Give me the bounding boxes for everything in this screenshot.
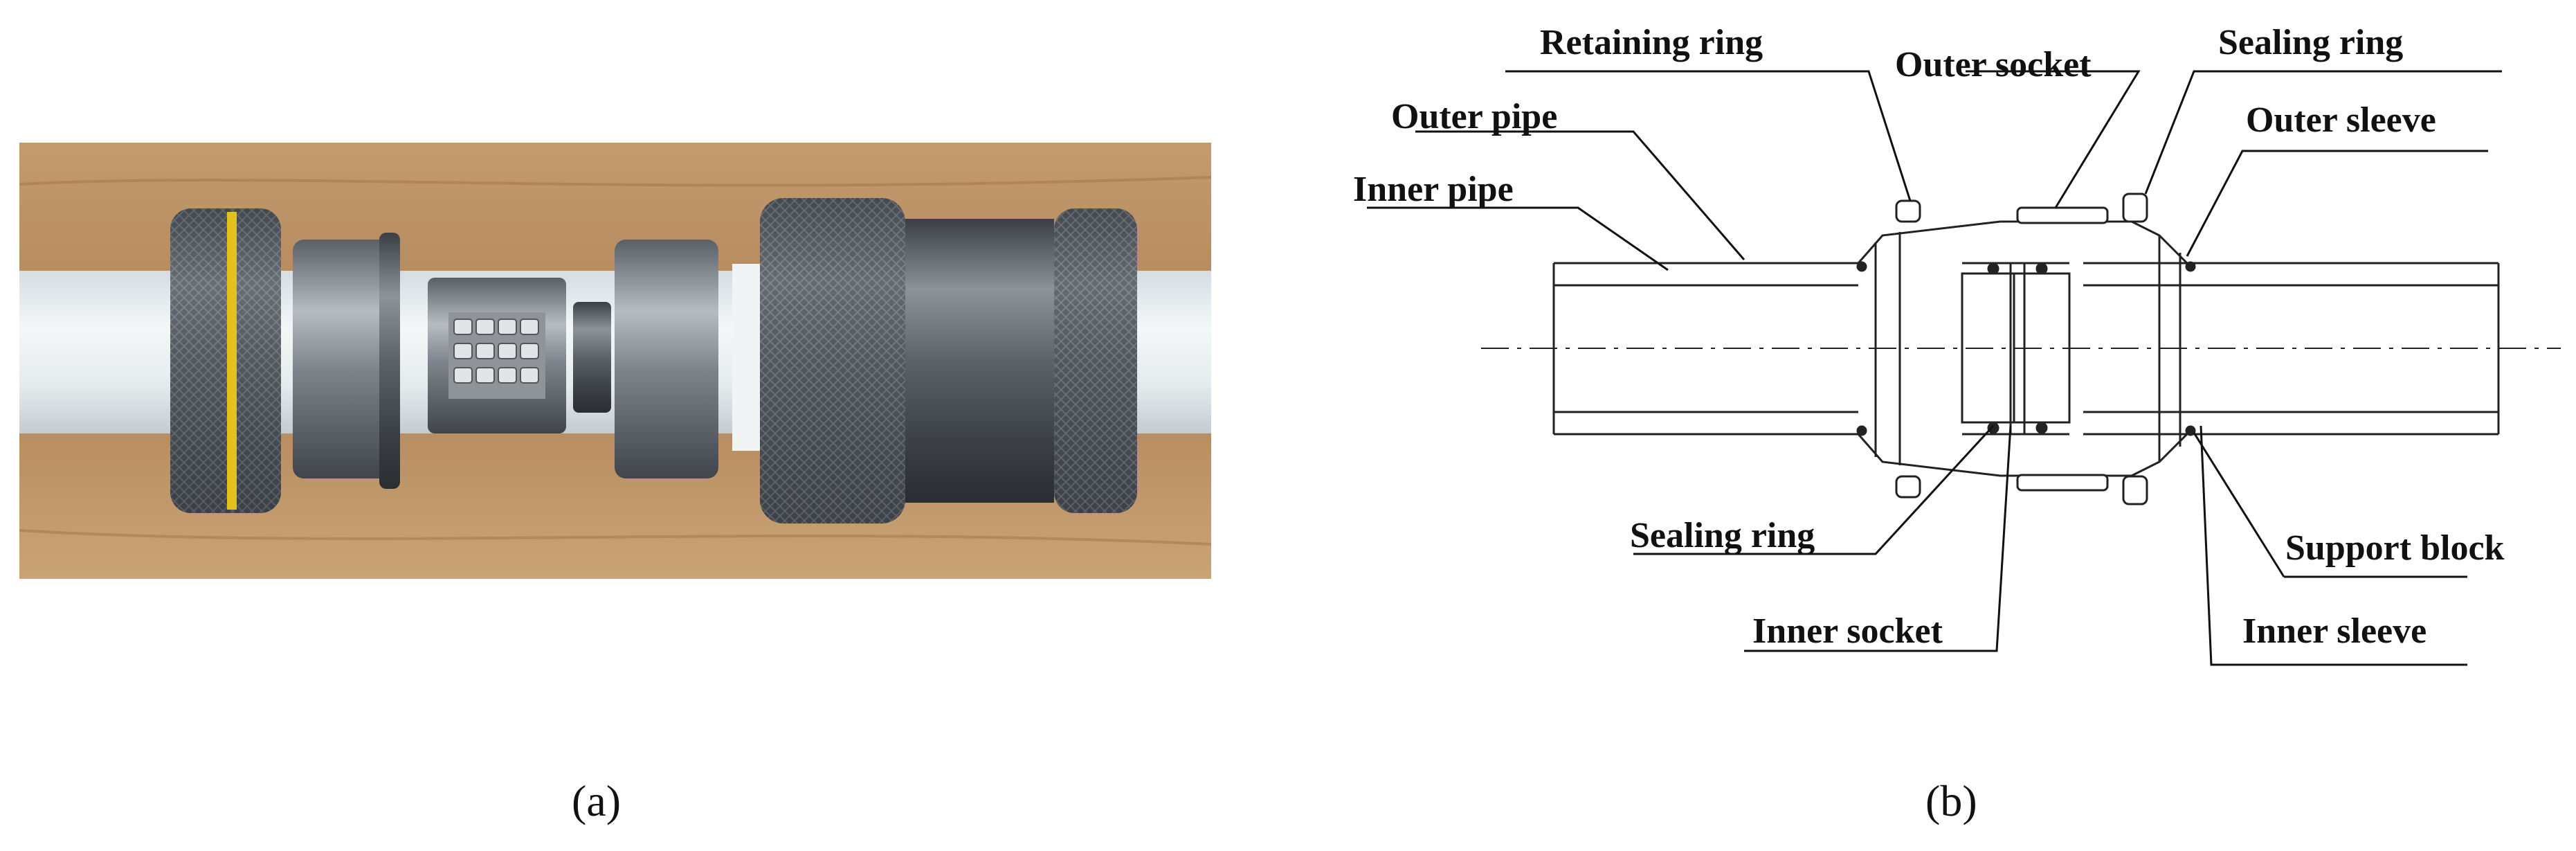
label-outer-socket: Outer socket [1895, 45, 2092, 84]
label-inner-sleeve: Inner sleeve [2242, 611, 2427, 651]
inner-pipe-left [1552, 262, 1858, 436]
label-inner-socket: Inner socket [1752, 611, 1943, 651]
label-outer-sleeve: Outer sleeve [2246, 100, 2436, 140]
label-sealing-ring-top: Sealing ring [2218, 23, 2403, 62]
panel-a-caption: (a) [572, 776, 622, 825]
outer-sleeve-body [905, 219, 1054, 503]
yellow-ring [227, 212, 237, 510]
label-inner-pipe: Inner pipe [1353, 170, 1514, 209]
connector-photo [19, 143, 1211, 579]
label-support-block: Support block [2285, 528, 2505, 568]
panel-b-caption: (b) [1925, 776, 1977, 825]
seal-dots [1856, 261, 2196, 436]
leader-lines [1367, 70, 2502, 666]
ring-details [1895, 192, 2148, 505]
label-outer-pipe: Outer pipe [1391, 97, 1557, 136]
label-retaining-ring: Retaining ring [1540, 23, 1763, 62]
inner-pipe-right [2083, 262, 2500, 436]
label-sealing-ring-bottom: Sealing ring [1630, 516, 1815, 555]
spring-contacts [453, 319, 539, 384]
right-inner-socket [615, 240, 718, 478]
left-outer-socket [293, 240, 400, 478]
